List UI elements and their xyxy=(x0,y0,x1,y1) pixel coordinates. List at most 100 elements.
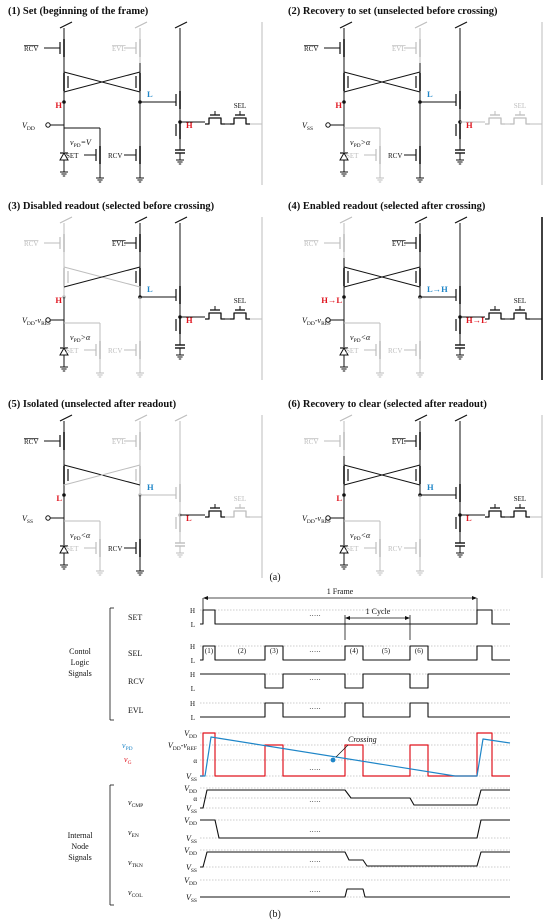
panel-title: (3) Disabled readout (selected before cr… xyxy=(8,201,215,212)
select-switch: SEL xyxy=(510,495,530,518)
level-label: VDD xyxy=(184,876,197,887)
vdd-rail xyxy=(134,216,148,224)
evl-transistor xyxy=(135,426,141,456)
ground-symbol xyxy=(136,372,144,378)
group-control-label: Contol xyxy=(69,647,92,656)
mid-node-state: L xyxy=(427,89,433,99)
phase-label: (3) xyxy=(270,647,279,655)
vpd-waveform xyxy=(200,736,511,777)
evl-transistor xyxy=(415,426,421,456)
latch-transistor-right xyxy=(135,460,141,490)
vpd-label: vPD<α xyxy=(350,333,371,344)
switch-body xyxy=(205,510,225,518)
panel-title: (1) Set (beginning of the frame) xyxy=(8,6,149,17)
rcv-bottom-label: RCV xyxy=(108,152,122,160)
evl-label: EVL xyxy=(112,438,126,446)
latch-transistor-left xyxy=(343,262,349,292)
rcv-bottom-label: RCV xyxy=(108,347,122,355)
level-h: H xyxy=(190,671,195,679)
right-node-state: H→L xyxy=(466,315,487,325)
output-transistor xyxy=(175,280,181,310)
latch-transistor-right xyxy=(415,67,421,97)
mid-node-state: H xyxy=(427,482,434,492)
break-dots: ····· xyxy=(309,798,321,806)
caption-b: (b) xyxy=(269,909,281,920)
rcv-label: RCV xyxy=(304,45,318,53)
supply-terminal xyxy=(45,122,51,128)
vdd-rail xyxy=(454,216,468,224)
rcv-bottom-label: RCV xyxy=(388,347,402,355)
vdd-rail xyxy=(454,414,468,422)
group-internal-label: Internal xyxy=(68,831,94,840)
cycle-label: 1 Cycle xyxy=(366,607,391,616)
vdd-rail xyxy=(339,216,353,224)
evl-label: EVL xyxy=(392,45,406,53)
panel-title: (5) Isolated (unselected after readout) xyxy=(8,399,177,410)
right-node-state: L xyxy=(186,513,192,523)
level-label: VSS xyxy=(186,893,197,904)
latch-transistor-right xyxy=(135,262,141,292)
evl-transistor xyxy=(415,33,421,63)
sel-label: SEL xyxy=(234,495,246,503)
rcv-waveform xyxy=(200,673,510,689)
switch-body xyxy=(510,312,530,320)
latch-transistor-left xyxy=(343,460,349,490)
vtkn-waveform xyxy=(200,851,510,868)
sel-label: SEL xyxy=(514,297,526,305)
rcv-label: RCV xyxy=(24,45,38,53)
vpd-label: vPD<α xyxy=(350,531,371,542)
ground-symbol xyxy=(340,366,348,372)
circuit-panels: (1) Set (beginning of the frame) RCV EVL SE… xyxy=(8,6,543,578)
select-switch xyxy=(485,504,505,518)
capacitor xyxy=(175,149,185,165)
ven-waveform xyxy=(200,819,510,839)
break-dots: ····· xyxy=(309,648,321,656)
break-dots: ····· xyxy=(309,612,321,620)
level-l: L xyxy=(191,657,195,665)
level-label: VDD xyxy=(184,784,197,795)
break-dots: ····· xyxy=(309,705,321,713)
mid-node-state: H xyxy=(147,482,154,492)
vdd-rail xyxy=(174,216,188,224)
left-node-state: L xyxy=(336,493,342,503)
alpha-level: α xyxy=(193,757,197,765)
select-switch: SEL xyxy=(230,102,250,125)
ground-symbol xyxy=(60,366,68,372)
mid-node-state: L xyxy=(147,284,153,294)
ground-symbol xyxy=(60,564,68,570)
panel-title: (6) Recovery to clear (selected after re… xyxy=(288,399,487,410)
latch-transistor-left xyxy=(63,262,69,292)
level-l: L xyxy=(191,621,195,629)
break-dots: ····· xyxy=(309,766,321,774)
ground-symbol xyxy=(136,570,144,576)
set-label: SET xyxy=(66,152,79,160)
node-signal-label: vEN xyxy=(128,828,139,839)
break-dots: ····· xyxy=(309,676,321,684)
switch-body xyxy=(230,510,250,518)
switch-body xyxy=(510,117,530,125)
vcmp-waveform xyxy=(200,789,510,809)
ground-symbol xyxy=(340,564,348,570)
rcv-label: RCV xyxy=(24,438,38,446)
arrow-head xyxy=(472,596,477,600)
ground-symbol xyxy=(176,159,184,165)
left-node-state: H xyxy=(335,100,342,110)
phase-label: (6) xyxy=(415,647,424,655)
vdd-rail xyxy=(339,414,353,422)
latch-transistor-right xyxy=(135,67,141,97)
switch-body xyxy=(485,312,505,320)
evl-transistor xyxy=(415,228,421,258)
sel-waveform xyxy=(200,645,510,661)
sel-label: SEL xyxy=(234,297,246,305)
right-node-state: H xyxy=(466,120,473,130)
vg-waveform xyxy=(200,732,510,777)
node-signal-label: vCOL xyxy=(128,888,143,899)
set-label: SET xyxy=(66,347,79,355)
latch-transistor-left xyxy=(343,67,349,97)
set-label: SET xyxy=(346,152,359,160)
capacitor xyxy=(455,344,465,360)
vdd-rail xyxy=(174,21,188,29)
